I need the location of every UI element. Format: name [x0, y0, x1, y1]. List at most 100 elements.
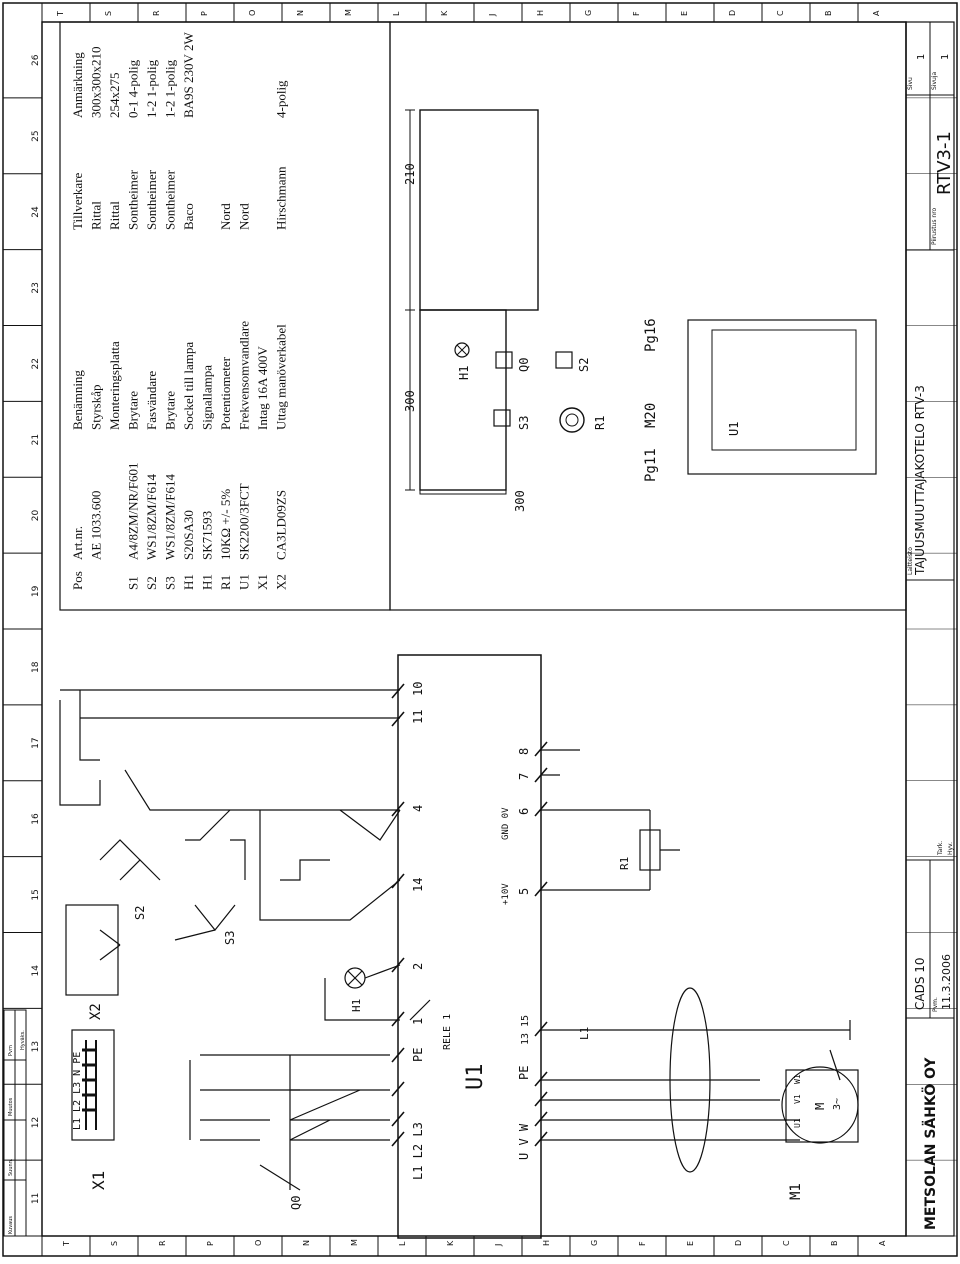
sheets-label: Sivuja [931, 72, 938, 90]
label-u1: U1 [463, 1064, 488, 1091]
row-marker-top: L [392, 11, 401, 16]
parts-cell-name: Styrskåp [89, 385, 104, 431]
parts-cell-maker: Sontheimer [126, 169, 141, 230]
parts-header-maker: Tillverkare [70, 172, 85, 230]
row-marker-bottom: D [734, 1240, 743, 1246]
parts-cell-art: SK71593 [200, 511, 215, 560]
parts-cell-name: Intag 16A 400V [255, 346, 270, 430]
label-term-8: 8 [517, 748, 531, 755]
h1-lamp-symbol [454, 342, 470, 358]
col-marker-left: 21 [31, 434, 41, 445]
row-marker-bottom: P [206, 1241, 215, 1246]
drawing-no-label: Piirustus nro [931, 207, 938, 245]
col-marker-left: 12 [31, 1117, 41, 1128]
company-name: METSOLAN SÄHKÖ OY [921, 1057, 939, 1230]
label-u1-13: 13 [520, 1033, 531, 1045]
parts-cell-pos: X2 [274, 574, 289, 590]
title-block: METSOLAN SÄHKÖ OY CADS 10 Pvm. 11.3.2006… [905, 21, 955, 1237]
parts-list: PosArt.nr.BenämningTillverkareAnmärkning… [70, 32, 289, 590]
label-term-2: 2 [411, 963, 425, 970]
row-marker-bottom: A [878, 1240, 887, 1246]
label-gnd: GND 0V [501, 807, 511, 840]
parts-header-art: Art.nr. [70, 526, 85, 560]
label-term-5: 5 [517, 888, 531, 895]
label-x1: X1 [89, 1171, 108, 1190]
row-marker-bottom: C [782, 1240, 791, 1246]
inner-label-u1: U1 [727, 422, 741, 436]
parts-cell-name: Brytare [126, 391, 141, 430]
label-term-7: 7 [517, 773, 531, 780]
label-term-1: 1 [411, 1018, 425, 1025]
rev-label-1: Kuvaus [8, 1216, 14, 1234]
label-r1: R1 [618, 857, 631, 870]
label-mot-u1: U1 [793, 1118, 802, 1128]
project-label: Laitteisto [907, 547, 914, 575]
label-u1-15: 15 [520, 1015, 531, 1027]
parts-cell-maker: Sontheimer [144, 169, 159, 230]
x2-connector [65, 904, 119, 996]
label-term-11: 11 [411, 710, 425, 724]
label-u1-pe2: PE [517, 1066, 531, 1080]
row-marker-top: G [584, 10, 593, 16]
hyv-label: Hyv. [947, 842, 954, 855]
parts-cell-pos: H1 [200, 574, 215, 590]
parts-cell-art: S20SA30 [181, 510, 196, 560]
row-marker-bottom: H [542, 1240, 551, 1246]
label-m1: M1 [788, 1183, 804, 1200]
label-u1-out: U V W [517, 1123, 531, 1160]
parts-cell-name: Monteringsplatta [107, 341, 122, 430]
label-q0: Q0 [289, 1196, 303, 1210]
parts-cell-maker: Rittal [107, 201, 122, 230]
side-view [419, 109, 539, 311]
row-marker-top: P [200, 11, 209, 16]
row-marker-top: K [440, 10, 449, 16]
gland-pg11: Pg11 [643, 448, 659, 482]
parts-cell-maker: Nord [218, 203, 233, 230]
parts-header-note: Anmärkning [70, 52, 85, 118]
row-marker-top: R [152, 10, 161, 16]
parts-cell-pos: U1 [237, 574, 252, 590]
tark-label: Tark. [937, 841, 944, 856]
col-marker-left: 18 [31, 661, 41, 673]
col-marker-left: 22 [31, 358, 41, 369]
row-marker-bottom: L [398, 1241, 407, 1246]
rev-label-3: Muutos [8, 1097, 14, 1116]
parts-cell-name: Frekvensomvandlare [237, 321, 252, 430]
row-marker-bottom: K [446, 1240, 455, 1246]
parts-cell-pos: X1 [255, 574, 270, 590]
u1-footprint [711, 329, 857, 451]
cable-shield [669, 987, 711, 1173]
s3-switch-symbol [493, 409, 511, 427]
col-marker-left: 19 [31, 585, 41, 597]
label-u1-pe: PE [411, 1048, 425, 1062]
front-label-q0: Q0 [517, 358, 531, 372]
parts-cell-maker: Rittal [89, 201, 104, 230]
parts-cell-maker: Hirschmann [274, 166, 289, 230]
sheets-value: 1 [940, 54, 951, 60]
parts-cell-pos: S1 [126, 576, 141, 590]
parts-cell-pos: S2 [144, 576, 159, 590]
row-marker-top: N [296, 10, 305, 16]
col-marker-left: 15 [31, 889, 41, 900]
rev-label-2: Suunn. [8, 1158, 14, 1176]
row-marker-bottom: J [494, 1244, 503, 1247]
software-label: CADS 10 [913, 957, 927, 1010]
parts-cell-note: BA9S 230V 2W [181, 32, 196, 118]
parts-cell-pos: S3 [163, 576, 178, 590]
row-marker-top: O [248, 10, 257, 16]
date-label: Pvm. [932, 997, 939, 1012]
parts-cell-maker: Baco [181, 203, 196, 230]
schematic-labels: X1 L1 L2 L3 N PE X2 S2 S3 Q0 H1 RELE 1 L… [72, 682, 843, 1210]
front-label-s2: S2 [577, 358, 591, 372]
row-marker-top: J [488, 14, 497, 17]
parts-cell-art: SK2200/3FCT [237, 483, 252, 560]
col-marker-left: 25 [31, 130, 41, 141]
label-u1-power: L1 L2 L3 [411, 1122, 425, 1180]
schematic [59, 654, 859, 1239]
parts-cell-name: Sockel till lampa [181, 342, 196, 430]
label-rele: RELE 1 [442, 1014, 453, 1050]
col-marker-left: 13 [31, 1041, 41, 1052]
row-marker-top: B [824, 11, 833, 17]
front-label-h1: H1 [457, 366, 471, 380]
dim-height: 300 [403, 390, 417, 412]
